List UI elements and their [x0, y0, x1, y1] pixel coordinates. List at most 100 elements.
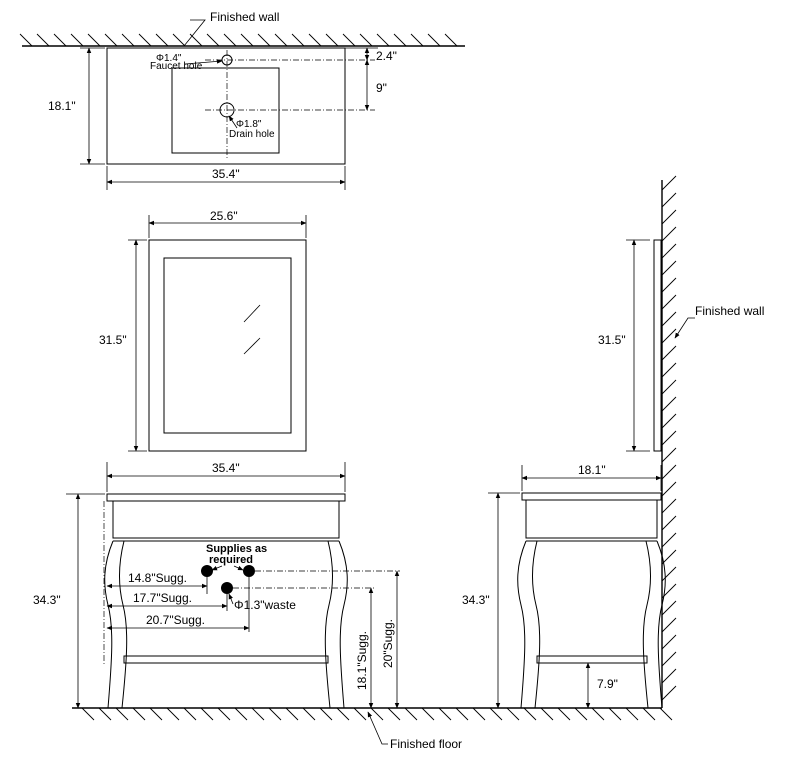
hatch-stroke	[353, 707, 367, 721]
side-top	[521, 492, 662, 501]
hatch-stroke	[234, 707, 248, 721]
hatch-stroke	[370, 707, 384, 721]
hatch-stroke	[302, 707, 316, 721]
hatch-stroke	[642, 707, 656, 721]
hatch-stroke	[661, 192, 677, 208]
hatch-stroke	[661, 277, 677, 293]
mirror-glare	[243, 337, 261, 355]
hatch-stroke	[625, 707, 639, 721]
hatch-stroke	[240, 33, 254, 47]
hatch-stroke	[661, 651, 677, 667]
mirror-glass	[163, 257, 292, 434]
hatch-stroke	[661, 600, 677, 616]
hatch-stroke	[325, 33, 339, 47]
hatch-stroke	[98, 707, 112, 721]
hatch-stroke	[661, 549, 677, 565]
hatch-stroke	[115, 707, 129, 721]
hatch-stroke	[661, 464, 677, 480]
hatch-stroke	[104, 33, 118, 47]
hatch-stroke	[387, 707, 401, 721]
hatch-stroke	[251, 707, 265, 721]
hatch-stroke	[438, 707, 452, 721]
hatch-stroke	[472, 707, 486, 721]
hatch-stroke	[70, 33, 84, 47]
hatch-stroke	[661, 209, 677, 225]
hatch-stroke	[661, 685, 677, 701]
waste-label: Φ1.3"waste	[234, 598, 296, 612]
hatch-stroke	[223, 33, 237, 47]
mirror-frame	[148, 239, 307, 452]
vanity-front: Supplies as required Φ1.3"waste 14.8"Sug…	[33, 461, 400, 709]
dim-supply-left: 14.8"Sugg.	[128, 571, 187, 585]
vanity-side: 18.1" 34.3" 7.9"	[462, 463, 666, 709]
hatch-stroke	[557, 707, 571, 721]
hatch-stroke	[376, 33, 390, 47]
hatch-stroke	[87, 33, 101, 47]
hatch-stroke	[217, 707, 231, 721]
dim-top-depth: 18.1"	[48, 99, 76, 113]
supplies-label-2: required	[209, 554, 253, 566]
hatch-stroke	[342, 33, 356, 47]
hatch-stroke	[661, 260, 677, 276]
faucet-dia-label: Φ1.4"	[156, 53, 182, 64]
mirror-front: 25.6" 31.5"	[99, 209, 307, 452]
hatch-stroke	[308, 33, 322, 47]
leg-side-right-inner	[642, 540, 652, 709]
hatch-stroke	[489, 707, 503, 721]
hatch-stroke	[291, 33, 305, 47]
leg-side-left-inner	[531, 540, 541, 709]
leg-side-right-outer	[656, 540, 666, 709]
dim-supply-right: 20.7"Sugg.	[146, 613, 205, 627]
floor: Finished floor	[72, 707, 673, 751]
hatch-stroke	[421, 707, 435, 721]
hatch-stroke	[661, 413, 677, 429]
finished-wall-top-label: Finished wall	[210, 10, 279, 24]
hatch-stroke	[183, 707, 197, 721]
top-view: Finished wall Φ1.4" Faucet hole Φ1.8" Dr…	[19, 10, 465, 190]
hatch-stroke	[404, 707, 418, 721]
hatch-stroke	[661, 515, 677, 531]
side-wall-leader	[674, 317, 695, 339]
hatch-stroke	[172, 33, 186, 47]
top-wall-hatch	[19, 33, 458, 47]
hatch-stroke	[274, 33, 288, 47]
mirror-side-profile	[653, 239, 662, 452]
hatch-stroke	[257, 33, 271, 47]
hatch-stroke	[661, 379, 677, 395]
dim-faucet-offset: 2.4"	[376, 49, 397, 63]
dim-mirror-width: 25.6"	[210, 209, 238, 223]
hatch-stroke	[608, 707, 622, 721]
hatch-stroke	[155, 33, 169, 47]
hatch-stroke	[506, 707, 520, 721]
floor-hatch	[81, 707, 673, 721]
hatch-stroke	[200, 707, 214, 721]
hatch-stroke	[661, 311, 677, 327]
hatch-stroke	[661, 447, 677, 463]
side-wall: Finished wall 31.5"	[598, 175, 764, 708]
hatch-stroke	[268, 707, 282, 721]
leg-front-right-outer	[338, 540, 348, 709]
hatch-stroke	[661, 481, 677, 497]
hatch-stroke	[319, 707, 333, 721]
hatch-stroke	[138, 33, 152, 47]
hatch-stroke	[661, 175, 677, 191]
supply-left	[201, 565, 213, 577]
hatch-stroke	[661, 430, 677, 446]
hatch-stroke	[574, 707, 588, 721]
hatch-stroke	[661, 345, 677, 361]
hatch-stroke	[661, 362, 677, 378]
side-shelf	[536, 655, 648, 664]
hatch-stroke	[661, 226, 677, 242]
hatch-stroke	[444, 33, 458, 47]
basin-outline	[171, 67, 280, 154]
dim-waste-center: 17.7"Sugg.	[133, 591, 192, 605]
faucet-hole-label: Faucet hole	[150, 61, 203, 72]
supplies-label-1: Supplies as	[206, 543, 267, 555]
hatch-stroke	[661, 243, 677, 259]
hatch-stroke	[166, 707, 180, 721]
hatch-stroke	[661, 396, 677, 412]
dim-mirror-side-height: 31.5"	[598, 333, 626, 347]
top-wall-leader	[183, 19, 206, 47]
side-apron	[525, 499, 658, 539]
supply-right	[243, 565, 255, 577]
